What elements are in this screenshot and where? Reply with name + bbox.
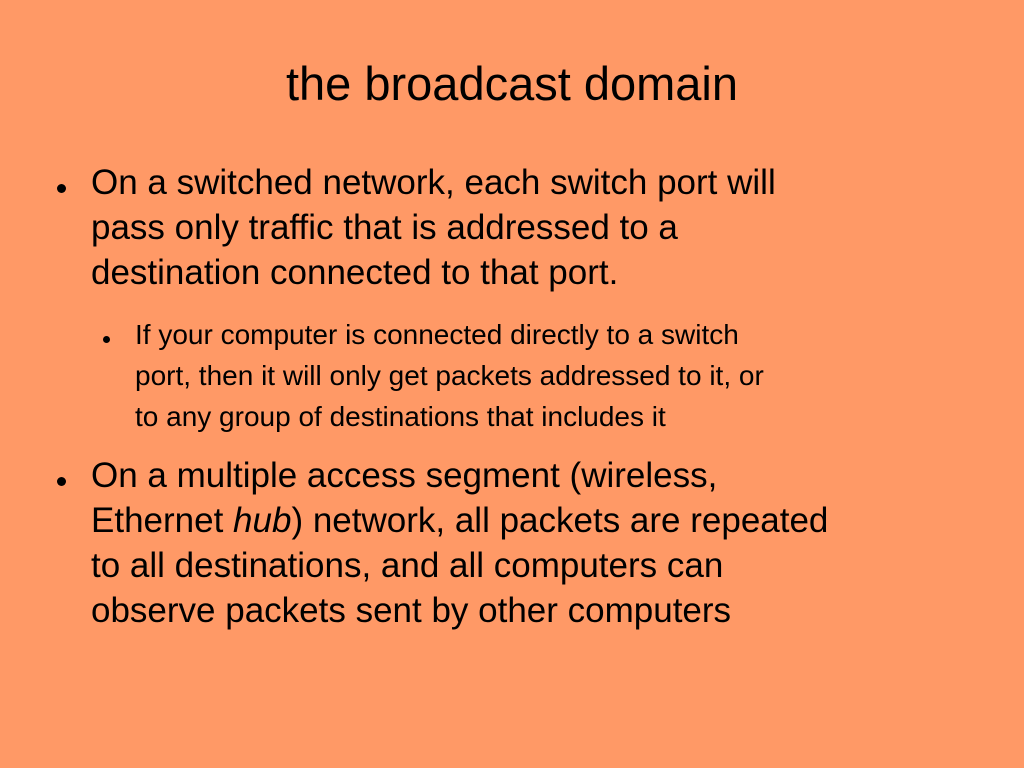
bullet-2-line-3: to all destinations, and all computers c… [91,546,724,585]
bullet-text-1: On a switched network, each switch port … [91,160,991,295]
sub-bullet-1-line-3: to any group of destinations that includ… [135,401,666,432]
slide-title: the broadcast domain [285,57,738,110]
sub-bullet-dot-icon [103,336,110,343]
bullet-1-line-2: pass only traffic that is addressed to a [91,208,678,247]
sub-bullet-1-line-1: If your computer is connected directly t… [135,319,739,350]
bullet-2-line-2-start: Ethernet [91,501,234,540]
hub-term: hub [233,501,292,540]
bullet-2-line-2-end: ) network, all packets are repeated [291,501,829,540]
bullet-1-line-1: On a switched network, each switch port … [91,163,776,202]
sub-bullet-text-1: If your computer is connected directly t… [135,314,995,437]
bullet-2-line-2: Ethernet hub) network, all packets are r… [91,498,991,543]
bullet-dot-icon [57,184,66,193]
bullet-2-line-4: observe packets sent by other computers [91,591,732,630]
bullet-1-line-3: destination connected to that port. [91,253,619,292]
bullet-2-line-1: On a multiple access segment (wireless, [91,456,718,495]
bullet-text-2: On a multiple access segment (wireless, … [91,453,991,633]
sub-bullet-1-line-2: port, then it will only get packets addr… [135,360,764,391]
bullet-dot-icon [57,477,66,486]
